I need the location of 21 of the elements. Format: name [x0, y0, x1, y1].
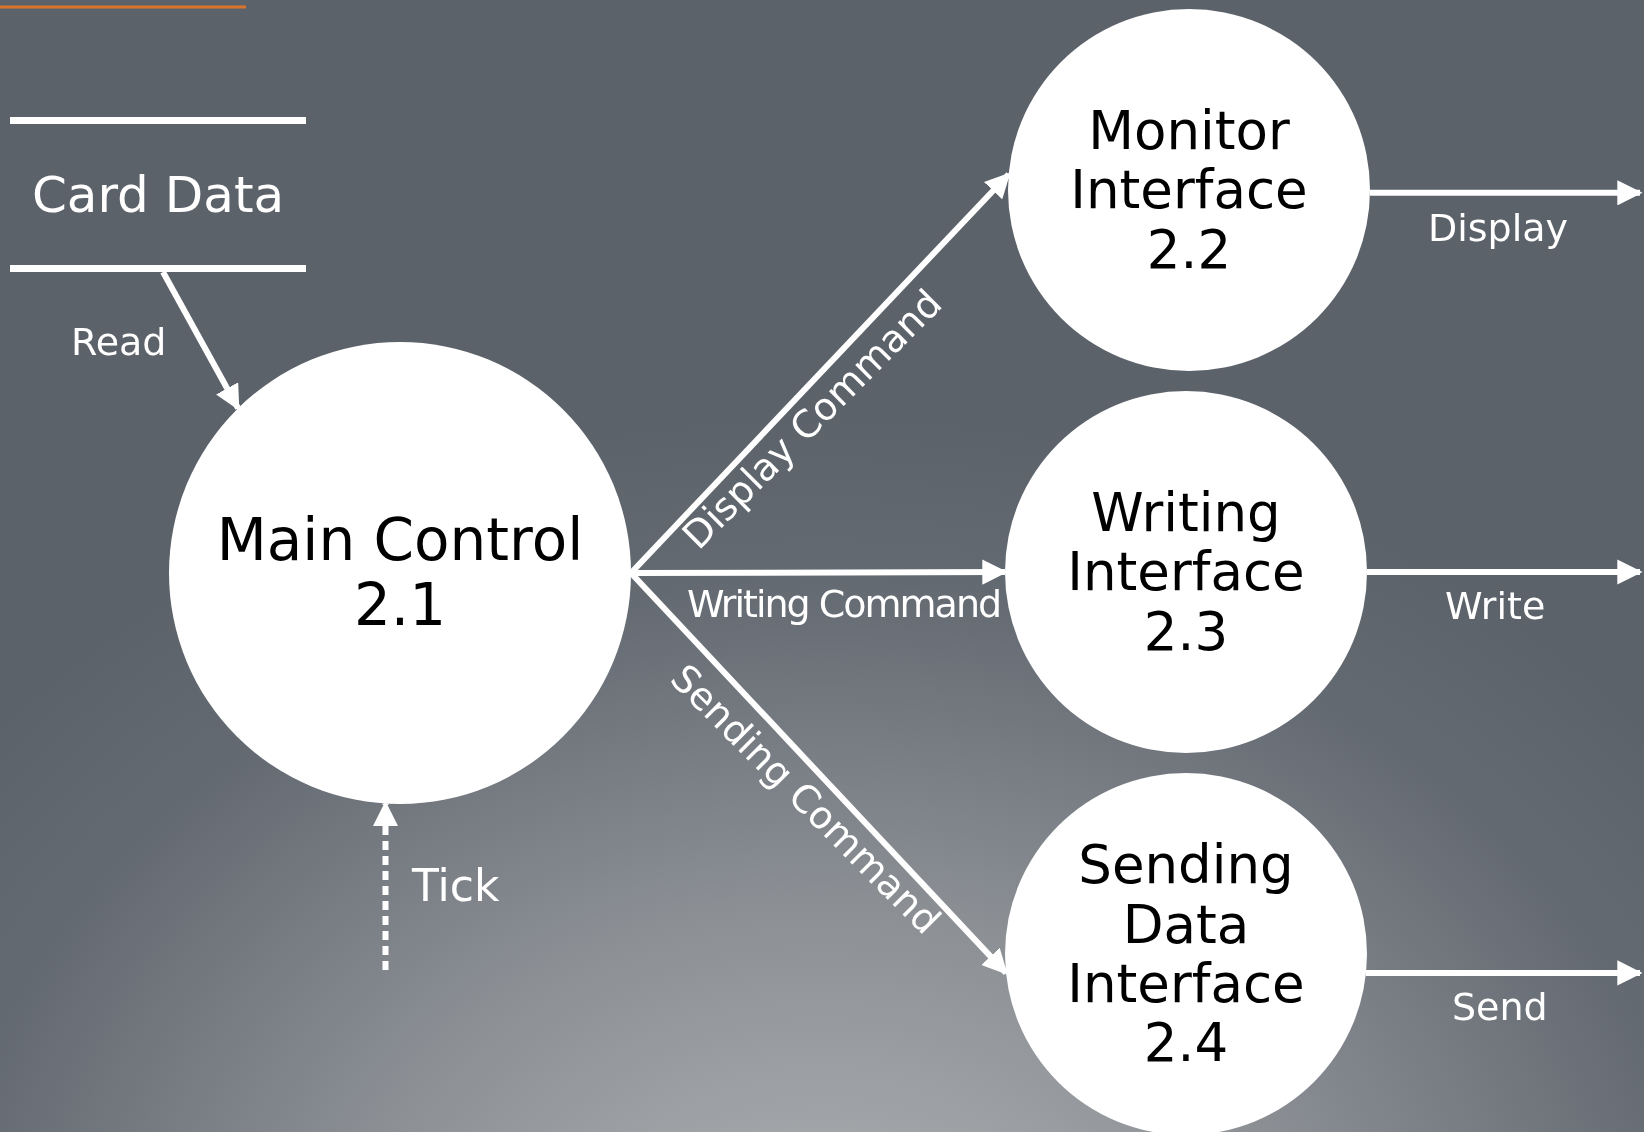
- node-label: Card Data: [31, 166, 285, 223]
- node-label: Sending Data Interface: [1066, 835, 1306, 1014]
- node-label: Writing Interface: [1066, 482, 1306, 602]
- arrow: [160, 270, 241, 411]
- edge-label: Tick: [412, 862, 500, 911]
- arrow: [1367, 559, 1643, 585]
- edge-label: Write: [1445, 586, 1546, 628]
- edge-label: Writing Command: [687, 584, 1001, 626]
- node-label: Monitor Interface: [1069, 100, 1309, 220]
- process-number: 2.4: [1143, 1013, 1229, 1073]
- node-label: Main Control: [216, 508, 584, 573]
- process-number: 2.1: [353, 573, 447, 638]
- arrow: [1366, 960, 1643, 986]
- edge-label: Send: [1452, 987, 1548, 1029]
- edge-label: Read: [71, 322, 167, 364]
- edge-label: Display: [1428, 208, 1569, 250]
- arrow: [1370, 180, 1643, 206]
- process-number: 2.3: [1143, 601, 1229, 662]
- dashed-arrow: [372, 801, 399, 970]
- process-number: 2.2: [1146, 219, 1232, 280]
- data-store: [10, 117, 306, 272]
